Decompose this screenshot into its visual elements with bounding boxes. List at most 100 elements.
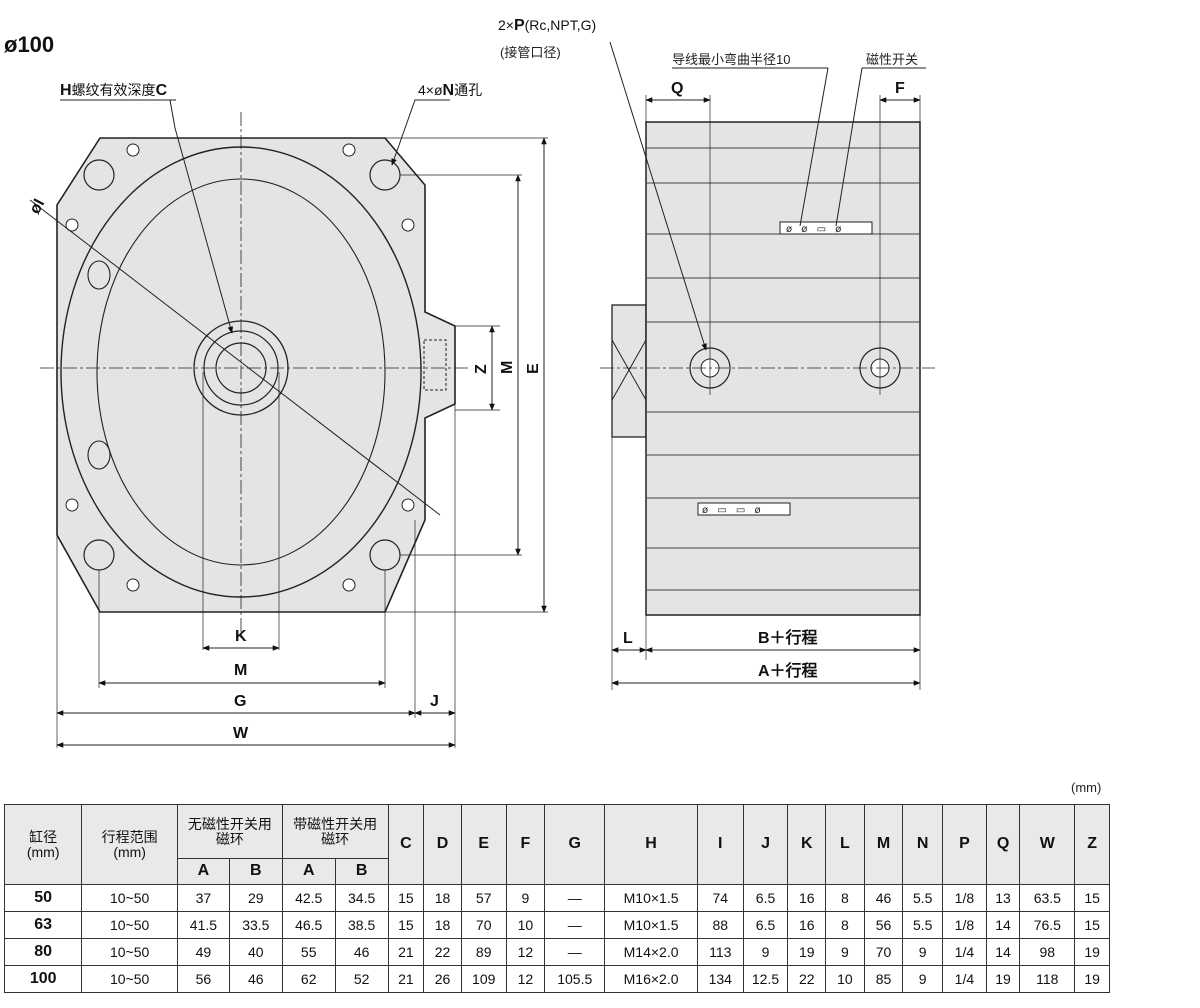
magnetic-switch-top: [779, 221, 873, 235]
table-cell: M14×2.0: [604, 938, 698, 966]
dimension-table: 缸径 (mm) 行程范围 (mm) 无磁性开关用 磁环 带磁性开关用 磁环 C …: [3, 804, 1110, 993]
table-cell: 9: [742, 938, 789, 966]
header-col: I: [696, 804, 744, 885]
header-a: A: [281, 858, 336, 885]
dim-label-j: J: [430, 693, 439, 710]
table-cell: 15: [387, 911, 425, 939]
table-cell: 12: [505, 938, 546, 966]
screw-top-left: [126, 143, 140, 157]
table-cell: 34.5: [334, 884, 389, 912]
dim-label-e: E: [525, 363, 542, 374]
drawing-title: ø100: [4, 32, 54, 57]
table-cell: —: [544, 938, 606, 966]
hole-label: 4×øN通孔: [418, 82, 482, 99]
thread-label: H螺纹有效深度C: [60, 82, 168, 99]
table-cell: 33.5: [228, 911, 283, 939]
header-col: W: [1019, 804, 1076, 885]
table-cell: 9: [505, 884, 546, 912]
table-cell: 14: [985, 938, 1021, 966]
header-col: P: [942, 804, 987, 885]
table-cell: —: [544, 911, 606, 939]
magnetic-switch-bottom: [697, 502, 791, 516]
table-cell: 63.5: [1019, 884, 1076, 912]
table-cell: 46: [863, 884, 904, 912]
table-cell: 49: [176, 938, 230, 966]
table-cell: 16: [787, 884, 827, 912]
table-cell: 76.5: [1019, 911, 1076, 939]
table-cell: 19: [1074, 938, 1110, 966]
table-cell: 56: [176, 965, 230, 993]
table-cell: 9: [825, 938, 865, 966]
dim-label-l: L: [623, 630, 633, 647]
table-cell: 21: [387, 938, 425, 966]
dim-label-w: W: [233, 725, 249, 742]
dim-label-m-side: M: [499, 361, 516, 374]
table-cell: 5.5: [902, 884, 944, 912]
table-cell: 19: [787, 938, 827, 966]
table-cell: 42.5: [281, 884, 336, 912]
header-col: Q: [985, 804, 1021, 885]
side-port-hidden: [423, 339, 447, 391]
header-no-switch: 无磁性开关用 磁环: [176, 804, 283, 859]
bend-radius-note: 导线最小弯曲半径10: [672, 52, 790, 67]
header-with-switch: 带磁性开关用 磁环: [281, 804, 389, 859]
table-cell: 85: [863, 965, 904, 993]
table-cell: 1/8: [942, 911, 987, 939]
table-cell: 56: [863, 911, 904, 939]
table-cell: 16: [787, 911, 827, 939]
table-cell: 89: [460, 938, 507, 966]
table-cell: 62: [281, 965, 336, 993]
unit-label: (mm): [1071, 780, 1102, 795]
table-cell: 22: [423, 938, 462, 966]
table-cell: 18: [423, 911, 462, 939]
magnetic-switch-note: 磁性开关: [866, 52, 918, 67]
thread-leader: [169, 99, 234, 334]
table-cell: M16×2.0: [604, 965, 698, 993]
table-cell: 46: [334, 938, 389, 966]
side-hole-left-top: [87, 260, 111, 290]
table-cell: 134: [696, 965, 744, 993]
table-cell: 15: [387, 884, 425, 912]
screw-top-right: [342, 143, 356, 157]
table-cell: 12: [505, 965, 546, 993]
corner-hole-tl: [83, 159, 115, 191]
table-cell: 10: [825, 965, 865, 993]
dim-label-m-bottom: M: [234, 662, 247, 679]
header-b: B: [228, 858, 283, 885]
table-cell: 1/4: [942, 938, 987, 966]
header-col: C: [387, 804, 425, 885]
header-b: B: [334, 858, 389, 885]
table-cell: 14: [985, 911, 1021, 939]
table-cell: 21: [387, 965, 425, 993]
header-col: K: [787, 804, 827, 885]
table-cell: 22: [787, 965, 827, 993]
port-note: (接管口径): [500, 45, 561, 60]
technical-drawing: ø100: [4, 17, 935, 748]
table-cell: 5.5: [902, 911, 944, 939]
side-view: ø ø ▭ ø ø ▭ ▭ ø 2×P(Rc,NPT,G): [498, 17, 935, 690]
table-cell: 57: [460, 884, 507, 912]
table-cell: 98: [1019, 938, 1076, 966]
table-cell: 10~50: [81, 965, 178, 993]
switch-leader: [835, 67, 863, 227]
table-cell: 55: [281, 938, 336, 966]
header-col: G: [544, 804, 606, 885]
table-cell: 10~50: [81, 911, 178, 939]
table-cell: 1/8: [942, 884, 987, 912]
table-cell: 26: [423, 965, 462, 993]
table-cell: 40: [228, 938, 283, 966]
port-leader: [609, 41, 707, 351]
table-cell: 19: [1074, 965, 1110, 993]
hole-leader: [391, 99, 450, 166]
table-cell: —: [544, 884, 606, 912]
dim-label-b-stroke: B＋行程: [758, 628, 818, 647]
dim-label-q: Q: [671, 80, 683, 97]
table-cell: 15: [1074, 911, 1110, 939]
table-cell: 63: [3, 911, 83, 939]
corner-hole-br: [369, 539, 401, 571]
header-col: M: [863, 804, 904, 885]
table-cell: 18: [423, 884, 462, 912]
